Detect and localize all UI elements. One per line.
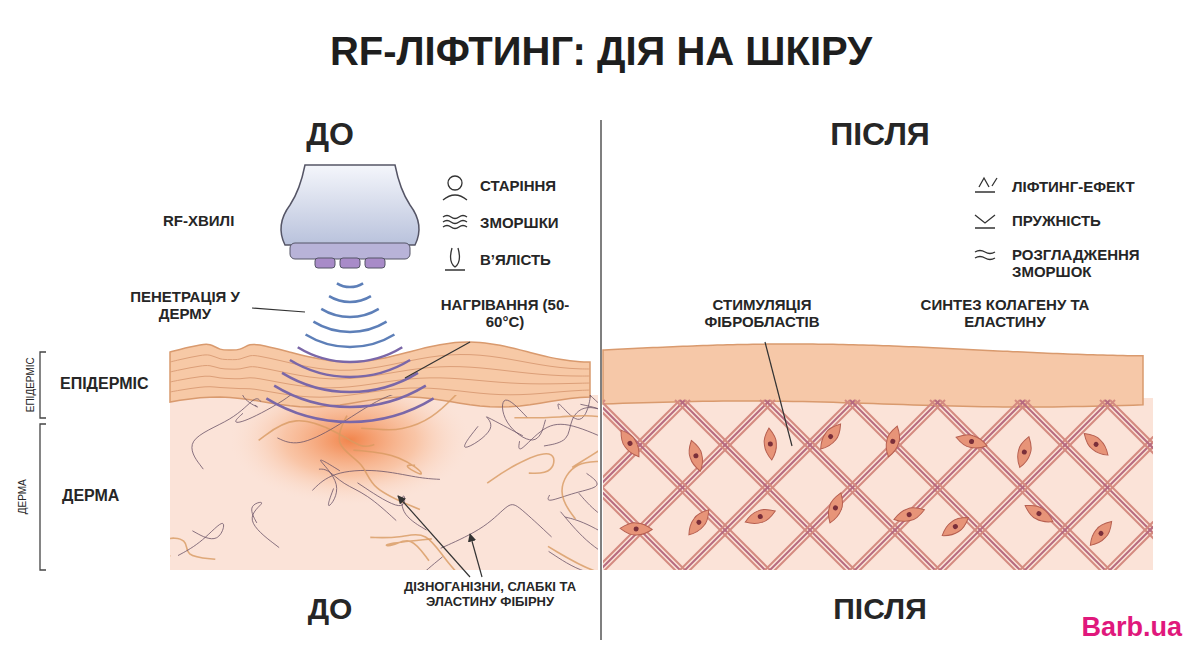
rf-wave <box>282 373 418 392</box>
label: ПЕНЕТРАЦІЯ У ДЕРМУ <box>120 288 250 323</box>
rf-wave <box>321 309 378 317</box>
label: СТИМУЛЯЦІЯ ФІБРОБЛАСТІВ <box>682 296 842 331</box>
label: RF-ХВИЛІ <box>163 212 234 229</box>
leader-lines <box>252 308 792 577</box>
rf-device <box>281 165 419 268</box>
label: НАГРІВАННЯ (50-60°C) <box>438 296 573 331</box>
rf-wave <box>329 296 371 302</box>
label: В’ЯЛІСТЬ <box>480 251 551 268</box>
layer-side-label: ЕПІДЕРМІС <box>25 358 37 413</box>
label: ДЕРМА <box>62 487 119 505</box>
label: ЗМОРШКИ <box>480 214 559 231</box>
rf-wave <box>298 347 403 362</box>
label: СТАРІННЯ <box>480 177 556 194</box>
rf-wave <box>274 386 426 407</box>
label: ПІСЛЯ <box>833 592 926 627</box>
title: RF-ЛІФТИНГ: ДІЯ НА ШКІРУ <box>0 28 1202 74</box>
label: ДО <box>306 116 354 153</box>
collagen-mesh <box>603 400 1153 570</box>
label: ДІЗНОГАНІЗНИ, СЛАБКІ ТА ЭЛАСТИНУ ФІБІРНУ <box>385 580 595 610</box>
icons <box>443 176 997 270</box>
epidermis-stripe <box>170 376 590 388</box>
layer-side-label: ДЕРМА <box>16 480 28 515</box>
label: ПРУЖНІСТЬ <box>1012 212 1101 229</box>
layer-bracket <box>40 424 46 570</box>
label: ПІСЛЯ <box>830 116 930 153</box>
label: ЕПІДЕРМІС <box>60 375 170 393</box>
label: РОЗГЛАДЖЕННЯ ЗМОРШОК <box>1012 246 1162 281</box>
layer-bracket <box>40 352 46 418</box>
rf-wave <box>313 322 386 332</box>
label: ЛІФТИНГ-ЕФЕКТ <box>1012 178 1135 195</box>
label: СИНТЕЗ КОЛАГЕНУ ТА ЕЛАСТИНУ <box>908 296 1103 331</box>
rf-wave <box>306 334 395 347</box>
label: ДО <box>308 592 353 627</box>
divider <box>600 120 602 640</box>
rf-wave <box>290 360 410 377</box>
epidermis-right <box>603 344 1143 407</box>
rf-wave <box>266 398 433 422</box>
rf-wave <box>337 283 363 287</box>
watermark: Barb.ua <box>1081 612 1182 643</box>
fibers <box>170 395 598 570</box>
epidermis-left <box>170 342 590 407</box>
